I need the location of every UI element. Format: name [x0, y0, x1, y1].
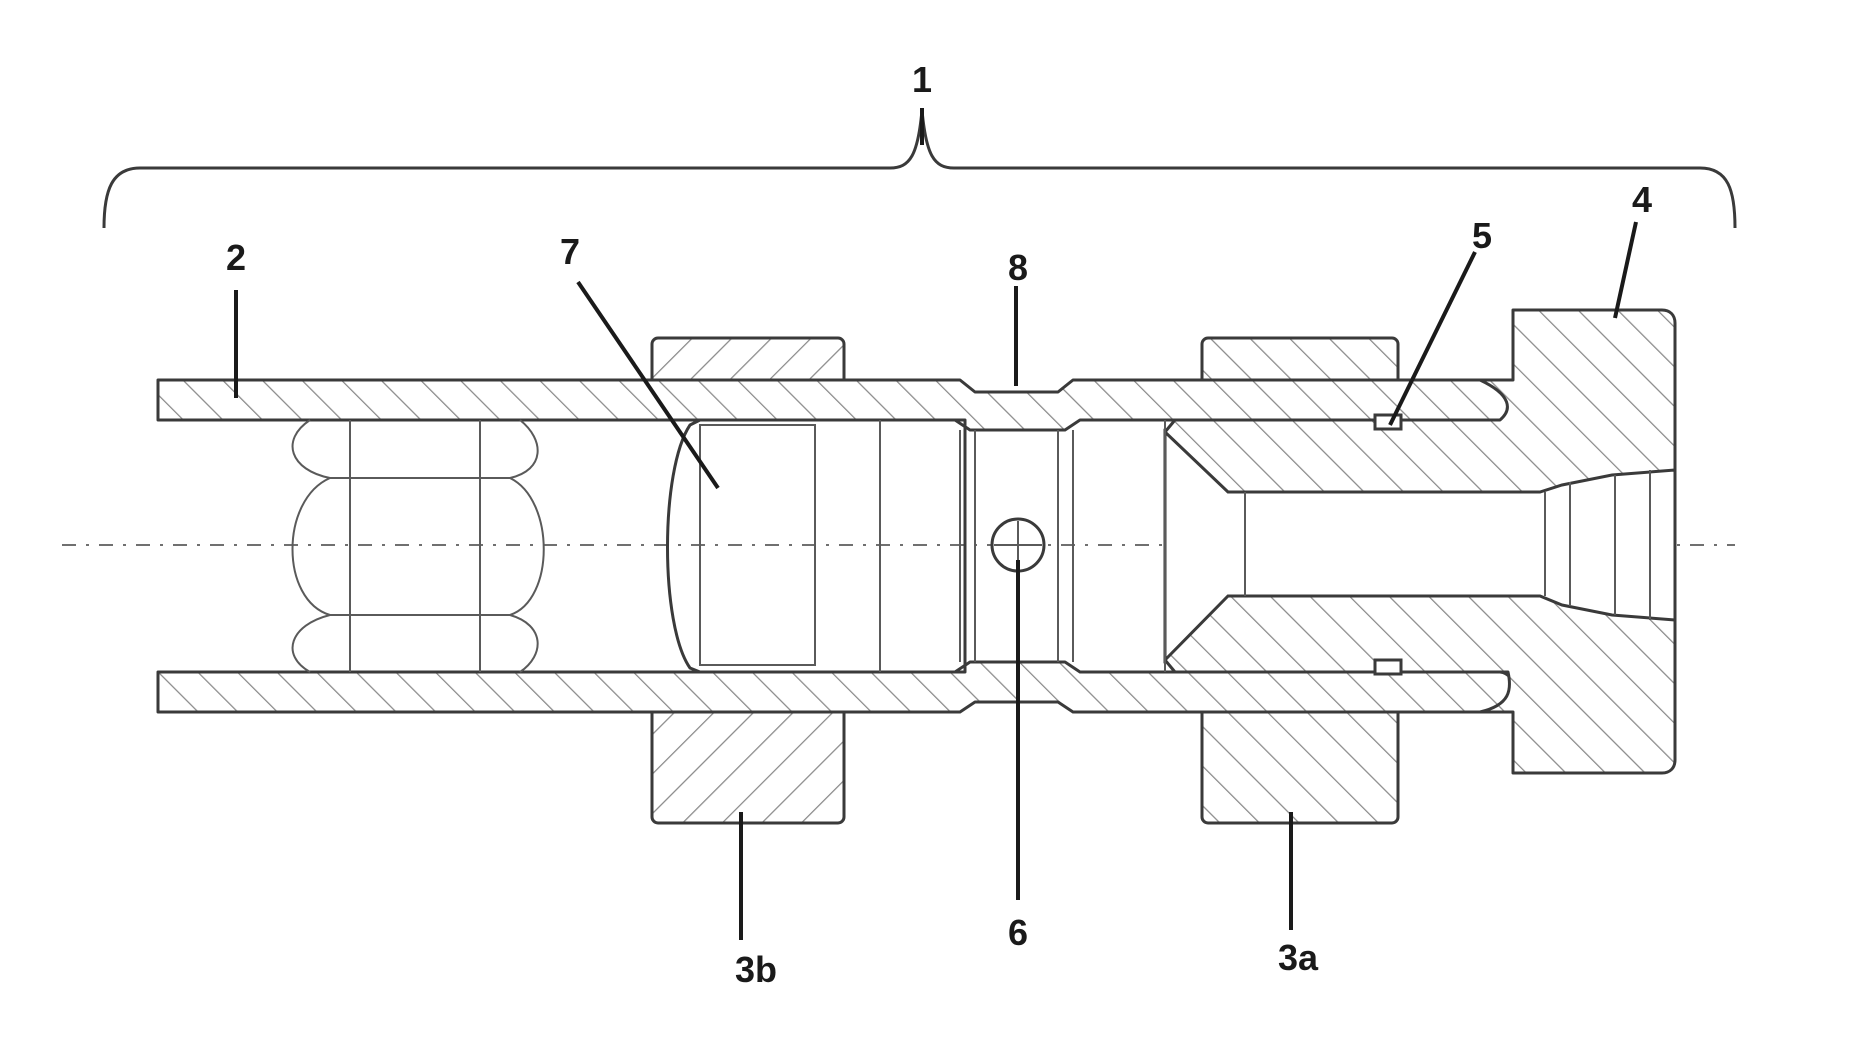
spring-coil-mid	[293, 478, 544, 615]
label-7: 7	[560, 231, 580, 272]
label-6: 6	[1008, 912, 1028, 953]
label-5: 5	[1472, 215, 1492, 256]
spring-coil-bottom	[293, 615, 538, 672]
leader-4	[1615, 222, 1636, 318]
label-2: 2	[226, 237, 246, 278]
nut-3b-bottom	[652, 705, 844, 823]
label-4: 4	[1632, 179, 1652, 220]
label-3a: 3a	[1278, 937, 1319, 978]
label-3b: 3b	[735, 949, 777, 990]
label-1: 1	[912, 59, 932, 100]
nut-3a-bottom	[1202, 705, 1398, 823]
assembly-brace	[104, 110, 1735, 228]
spring-coil-top	[293, 420, 538, 478]
groove-5-lower	[1375, 660, 1401, 674]
label-8: 8	[1008, 247, 1028, 288]
groove-5	[1375, 415, 1401, 429]
